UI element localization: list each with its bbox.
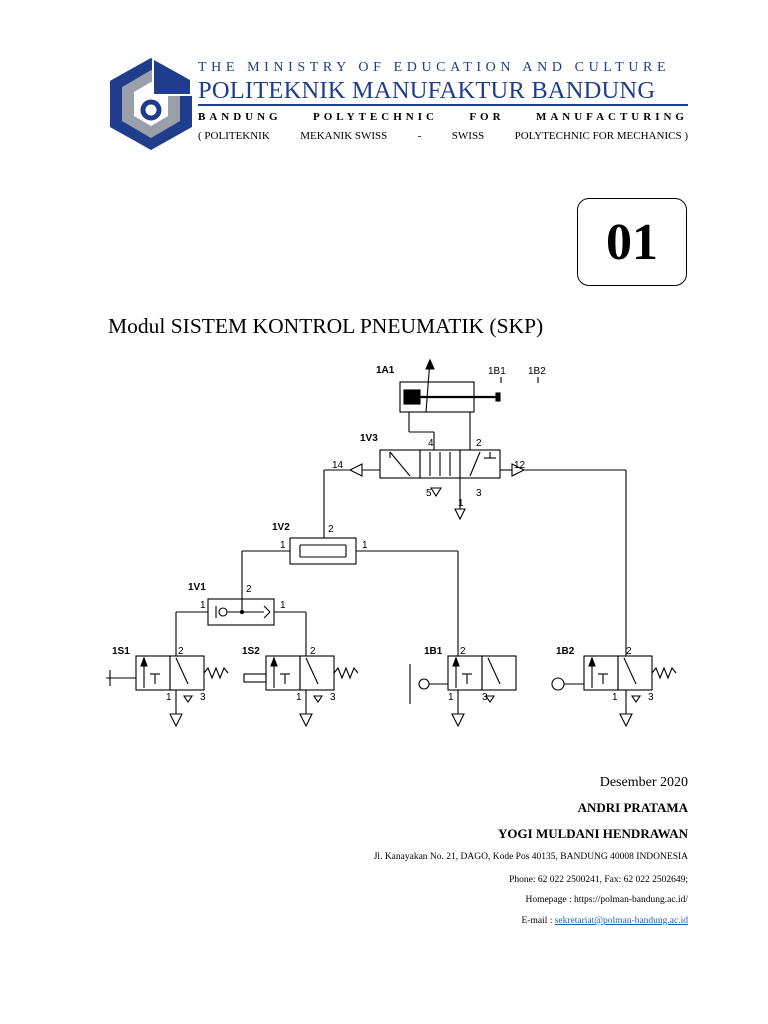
1s2-port-2: 2 [310, 646, 316, 657]
tagline-word: FOR [469, 111, 505, 123]
header-rule [198, 104, 688, 106]
pneumatic-circuit-diagram: 1A1 1B1 1B2 1V3 4 2 5 3 1 14 12 [106, 358, 677, 728]
valve-1v2: 1V2 2 1 1 [272, 522, 368, 565]
label-1b2-top: 1B2 [528, 366, 546, 377]
1b2-port-1: 1 [612, 692, 618, 703]
1v2-port-1b: 1 [362, 540, 368, 551]
tagline: BANDUNG POLYTECHNIC FOR MANUFACTURING [198, 111, 688, 123]
module-title: Modul SISTEM KONTROL PNEUMATIK (SKP) [108, 314, 544, 338]
polman-logo [110, 58, 192, 150]
1b1-port-1: 1 [448, 692, 454, 703]
label-1s2: 1S2 [242, 646, 260, 657]
valve-1v1: 1V1 2 1 1 [188, 582, 286, 626]
subtitle-part: POLYTECHNIC FOR MECHANICS ) [514, 130, 688, 142]
port-1: 1 [458, 498, 464, 509]
1b2-port-3: 3 [648, 692, 654, 703]
1v2-port-1a: 1 [280, 540, 286, 551]
label-1v1: 1V1 [188, 582, 206, 593]
port-3: 3 [476, 488, 482, 499]
ministry-heading: THE MINISTRY OF EDUCATION AND CULTURE [198, 60, 671, 75]
1v1-port-1b: 1 [280, 600, 286, 611]
1b2-port-2: 2 [626, 646, 632, 657]
1s2-port-3: 3 [330, 692, 336, 703]
author-name: ANDRI PRATAMA [577, 800, 688, 815]
1s1-port-3: 3 [200, 692, 206, 703]
label-1b2: 1B2 [556, 646, 575, 657]
label-1v3: 1V3 [360, 433, 378, 444]
subtitle-part: - [417, 130, 422, 142]
email-line: E-mail : sekretariat@polman-bandung.ac.i… [521, 916, 688, 926]
phone-fax: Phone: 62 022 2500241, Fax: 62 022 25026… [509, 875, 688, 885]
valve-1s2: 1S2 2 1 3 [242, 646, 359, 728]
email-label: E-mail : [521, 916, 555, 926]
label-1b1-top: 1B1 [488, 366, 506, 377]
subtitle-line: ( POLITEKNIK MEKANIK SWISS - SWISS POLYT… [198, 130, 688, 142]
1v1-port-1a: 1 [200, 600, 206, 611]
1s1-port-2: 2 [178, 646, 184, 657]
tagline-word: BANDUNG [198, 111, 282, 123]
1v1-port-2: 2 [246, 584, 252, 595]
1b1-port-3: 3 [482, 692, 488, 703]
1s2-port-1: 1 [296, 692, 302, 703]
issue-date: Desember 2020 [599, 775, 688, 790]
module-number-box: 01 [577, 198, 687, 286]
label-1s1: 1S1 [112, 646, 130, 657]
tagline-word: MANUFACTURING [535, 111, 688, 123]
1b1-port-2: 2 [460, 646, 466, 657]
port-4: 4 [428, 438, 434, 449]
cylinder-1a1: 1A1 1B1 1B2 [376, 358, 546, 413]
email-link[interactable]: sekretariat@polman-bandung.ac.id [554, 916, 688, 926]
port-14: 14 [332, 460, 344, 471]
port-12: 12 [514, 460, 526, 471]
port-2: 2 [476, 438, 482, 449]
address: Jl. Kanayakan No. 21, DAGO, Kode Pos 401… [373, 852, 688, 862]
valve-1v3: 1V3 4 2 5 3 1 14 12 [332, 433, 526, 521]
1v2-port-2: 2 [328, 524, 334, 535]
1s1-port-1: 1 [166, 692, 172, 703]
author-name: YOGI MULDANI HENDRAWAN [498, 826, 688, 841]
institution-name: POLITEKNIK MANUFAKTUR BANDUNG [198, 77, 656, 104]
label-1a1: 1A1 [376, 365, 395, 376]
homepage: Homepage : https://polman-bandung.ac.id/ [525, 895, 688, 905]
valve-1s1: 1S1 2 1 3 [106, 646, 229, 728]
subtitle-part: ( POLITEKNIK [198, 130, 270, 142]
valve-1b1: 1B1 2 1 3 [409, 646, 517, 728]
port-5: 5 [426, 488, 432, 499]
label-1v2: 1V2 [272, 522, 290, 533]
subtitle-part: SWISS [451, 130, 485, 142]
subtitle-part: MEKANIK SWISS [300, 130, 388, 142]
label-1b1: 1B1 [424, 646, 443, 657]
valve-1b2: 1B2 2 1 3 [551, 646, 677, 728]
tagline-word: POLYTECHNIC [313, 111, 438, 123]
